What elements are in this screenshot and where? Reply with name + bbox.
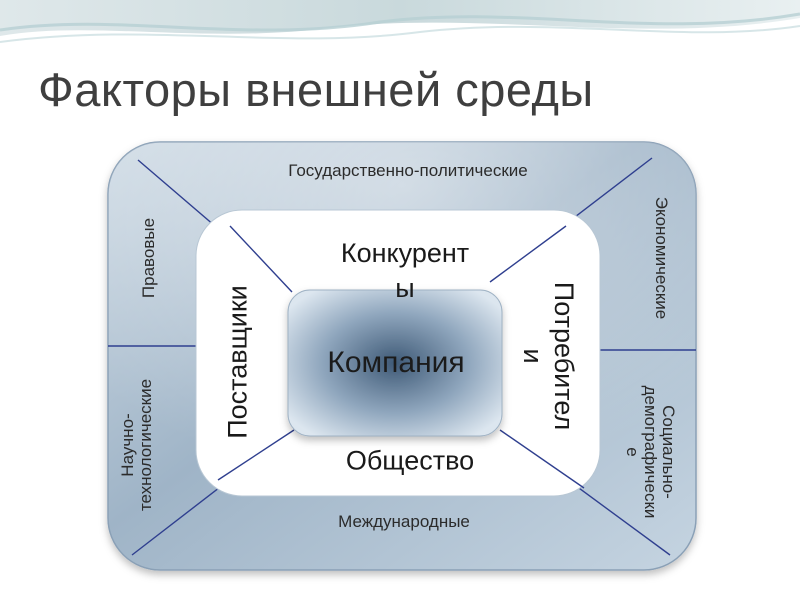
inner-divider-lines (217, 225, 585, 489)
factor-socio-demographic: Социально- демографически е (623, 385, 678, 519)
factor-international: Международные (338, 512, 470, 531)
factor-competitors-line1: Конкурент (340, 237, 470, 268)
factor-legal: Правовые (139, 217, 158, 299)
header-swoosh-decoration (0, 0, 800, 60)
company-core-box (287, 289, 503, 437)
factor-scientific-technological: Научно- технологические (118, 378, 155, 512)
factor-economic: Экономические (652, 196, 671, 320)
factor-competitors-line2: ы (395, 273, 415, 303)
company-label: Компания (327, 346, 465, 379)
factor-consumers: Потребител и (517, 282, 579, 430)
factor-suppliers: Поставщики (222, 285, 253, 439)
factor-socio-demographic-line1: Социально- (658, 405, 678, 499)
factor-scientific-technological-line2: технологические (136, 378, 155, 512)
page-title: Факторы внешней среды (38, 63, 594, 116)
factor-competitors: Конкурент ы (341, 236, 469, 306)
factor-political: Государственно-политические (288, 161, 528, 180)
factor-socio-demographic-line3: е (623, 447, 643, 457)
factor-consumers-line1: Потребител (549, 281, 580, 431)
factor-society: Общество (345, 445, 475, 476)
factor-consumers-line2: и (518, 348, 548, 364)
factor-socio-demographic-line2: демографически (640, 385, 660, 519)
factor-scientific-technological-line1: Научно- (118, 413, 138, 477)
